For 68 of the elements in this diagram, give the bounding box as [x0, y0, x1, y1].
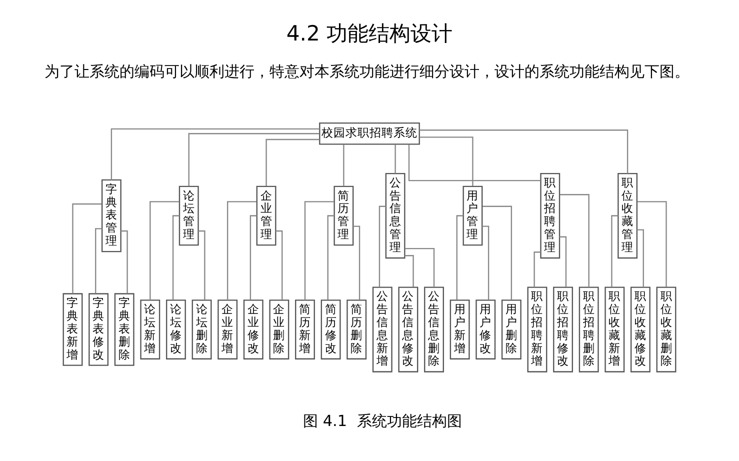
connector	[72, 202, 102, 294]
connector	[637, 200, 667, 286]
connector	[172, 214, 180, 300]
node-box: 公告信息删除	[424, 286, 444, 372]
connector	[636, 228, 644, 287]
label: 为了让系统的编码可以顺利进行，特意对本系统功能进行细分设计，设计的系统功能结构见下图。	[44, 62, 690, 80]
connector	[353, 225, 360, 300]
node-box: 企业新增	[218, 299, 238, 359]
node-box: 用户修改	[476, 299, 496, 359]
connector	[150, 200, 180, 300]
connector	[404, 254, 414, 286]
connector	[378, 205, 386, 287]
connector	[611, 214, 618, 287]
node-box: 简历删除	[346, 299, 367, 359]
node-box: 校园求职招聘系统	[319, 122, 420, 144]
connector	[120, 230, 128, 293]
connector	[560, 236, 567, 286]
node-box: 字典表删除	[114, 292, 134, 366]
node-box: 字典表新增	[62, 292, 83, 366]
node-box: 论坛删除	[192, 299, 212, 359]
connector	[276, 230, 283, 300]
node-box: 职位收藏删除	[656, 286, 676, 372]
node-box: 用户管理	[462, 185, 483, 246]
connector	[420, 136, 474, 186]
node-box: 简历修改	[320, 299, 341, 359]
node-box: 简历管理	[334, 185, 354, 246]
node-box: 字典表管理	[101, 178, 122, 252]
node-box: 用户新增	[450, 299, 470, 359]
caption: 图 4.1 系统功能结构图	[303, 412, 462, 430]
connector	[110, 128, 320, 180]
node-box: 公告信息新增	[372, 286, 392, 372]
node-box: 简历新增	[295, 299, 315, 359]
node-box: 企业管理	[256, 185, 276, 246]
node-box: 职位收藏管理	[618, 172, 638, 258]
node-box: 字典表修改	[88, 292, 109, 366]
connector	[95, 228, 102, 294]
node-box: 职位招聘修改	[553, 286, 574, 372]
connector	[482, 225, 490, 300]
node-box: 论坛管理	[178, 185, 199, 246]
connector	[266, 138, 320, 186]
node-box: 职位招聘新增	[527, 286, 548, 372]
connector	[327, 214, 334, 300]
node-box: 企业修改	[243, 299, 264, 359]
diagram-title: 4.2 功能结构设计	[286, 20, 453, 45]
connector	[482, 205, 512, 300]
connector	[560, 194, 590, 287]
node-box: 论坛新增	[140, 299, 160, 359]
connector	[226, 200, 256, 300]
connector	[408, 144, 540, 181]
node-box: 用户删除	[501, 299, 522, 359]
connector	[304, 200, 334, 300]
node-box: 企业删除	[269, 299, 290, 359]
connector	[188, 132, 320, 186]
node-box: 职位招聘管理	[540, 172, 560, 258]
node-box: 职位招聘删除	[578, 286, 599, 372]
connector	[250, 214, 257, 300]
node-box: 职位收藏修改	[630, 286, 650, 372]
connector	[405, 248, 435, 287]
node-box: 公告信息管理	[385, 172, 406, 258]
connector	[198, 230, 206, 300]
connector	[534, 251, 541, 287]
connector	[420, 129, 628, 173]
connector	[394, 144, 396, 173]
node-box: 论坛修改	[166, 299, 186, 359]
connector	[343, 144, 344, 186]
node-box: 公告信息修改	[398, 286, 418, 372]
connector	[456, 214, 464, 300]
node-box: 职位收藏新增	[604, 286, 625, 372]
